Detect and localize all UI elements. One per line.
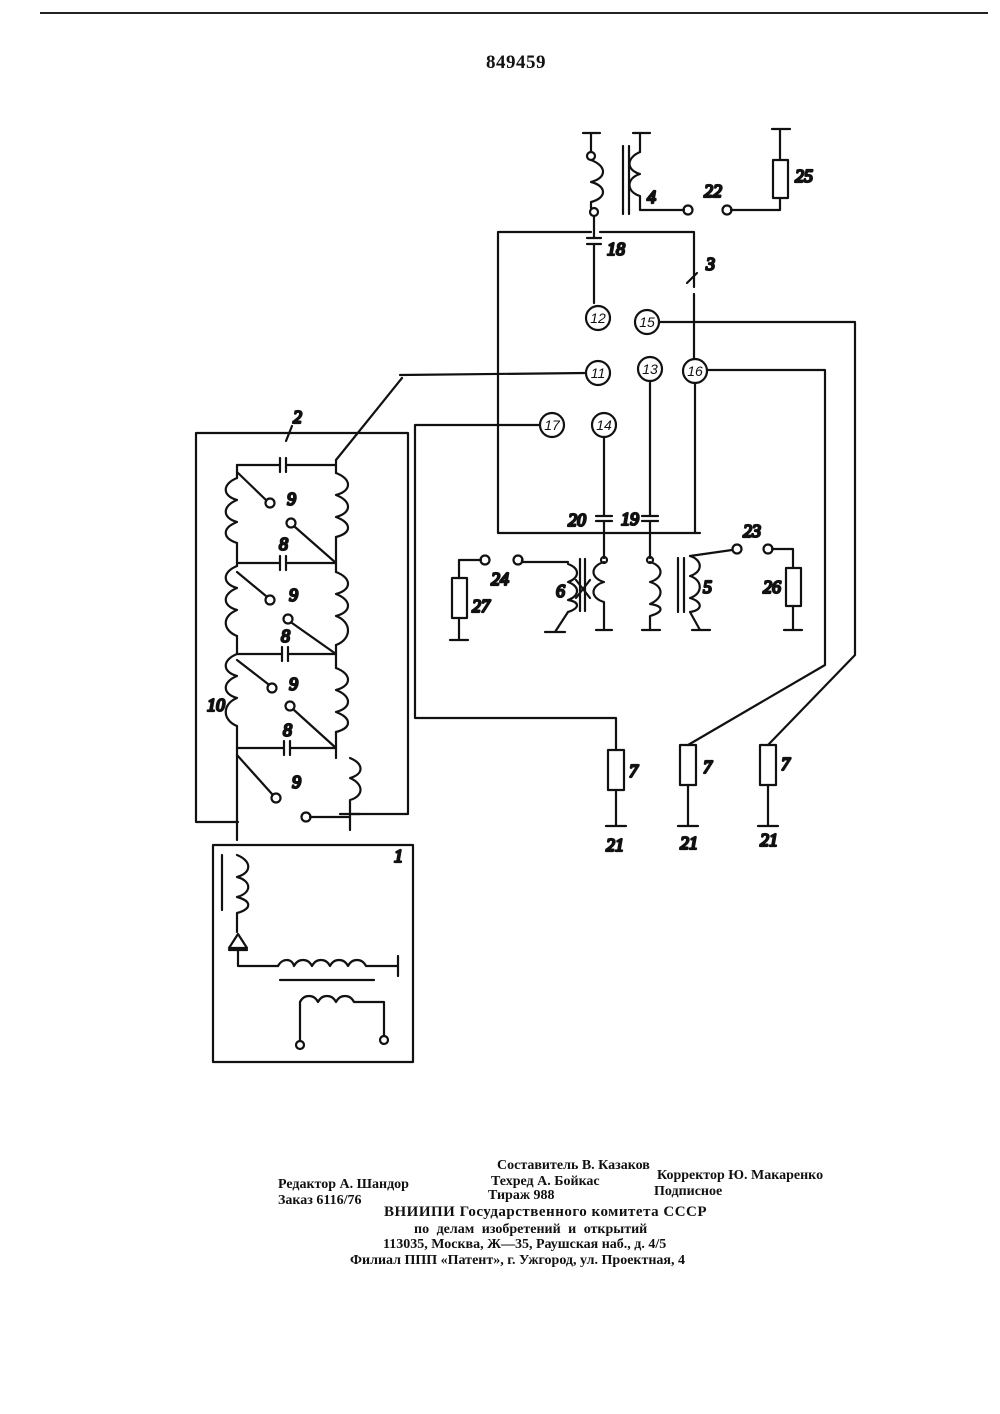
capacitor-8-row2 — [237, 556, 336, 570]
diode — [229, 934, 278, 966]
transformer-4 — [583, 133, 684, 238]
contact-label-14: 14 — [596, 417, 612, 433]
corrector: Корректор Ю. Макаренко — [657, 1168, 823, 1184]
label-9-row1: 9 — [287, 489, 296, 509]
switch-23 — [733, 545, 794, 569]
label-5: 5 — [703, 577, 712, 597]
block-3-frame — [498, 232, 700, 533]
contact-label-15: 15 — [639, 314, 655, 330]
label-26: 26 — [763, 577, 781, 597]
block-1 — [213, 845, 413, 1062]
label-21-middle: 21 — [680, 833, 698, 853]
transformer-5 — [642, 550, 732, 630]
order: Заказ 6116/76 — [278, 1193, 362, 1209]
label-8-row4: 8 — [283, 720, 292, 740]
org-line-1: ВНИИПИ Государственного комитета СССР — [384, 1204, 707, 1221]
resistor-26 — [784, 568, 802, 630]
subscription: Подписное — [654, 1184, 722, 1200]
load-7-right — [758, 745, 778, 826]
switch-22 — [684, 199, 781, 215]
contact-label-13: 13 — [642, 361, 658, 377]
label-4: 4 — [647, 187, 656, 207]
capacitor-8-row1 — [237, 458, 336, 472]
label-9-row2: 9 — [289, 585, 298, 605]
block-3-marker — [687, 273, 697, 283]
contact-label-17: 17 — [544, 417, 561, 433]
contact-label-11: 11 — [591, 365, 606, 381]
label-9-row4: 9 — [292, 772, 301, 792]
label-10: 10 — [207, 695, 225, 715]
label-21-left: 21 — [606, 835, 624, 855]
label-19: 19 — [621, 509, 639, 529]
contact-label-12: 12 — [590, 310, 606, 326]
compiler: Составитель В. Казаков — [497, 1158, 650, 1174]
capacitor-19 — [642, 516, 658, 558]
label-8-row2: 8 — [279, 534, 288, 554]
branch: Филиал ППП «Патент», г. Ужгород, ул. Про… — [350, 1253, 685, 1269]
label-21-right: 21 — [760, 830, 778, 850]
label-25: 25 — [795, 166, 813, 186]
editor: Редактор А. Шандор — [278, 1177, 409, 1193]
label-7-left: 7 — [629, 761, 639, 781]
capacitor-18 — [587, 238, 601, 303]
capacitor-20 — [596, 516, 612, 558]
label-24: 24 — [491, 569, 509, 589]
label-8-row3: 8 — [281, 626, 290, 646]
address: 113035, Москва, Ж—35, Раушская наб., д. … — [383, 1237, 666, 1253]
label-23: 23 — [743, 521, 761, 541]
label-27: 27 — [472, 596, 491, 616]
label-22: 22 — [704, 181, 722, 201]
resistor-25 — [772, 129, 790, 198]
label-6: 6 — [556, 581, 565, 601]
label-20: 20 — [568, 510, 586, 530]
capacitor-8-row4 — [237, 741, 336, 755]
circuit-schematic: 4 22 25 18 3 12 15 11 13 16 17 14 2 20 1… — [0, 0, 1000, 1120]
load-7-middle — [678, 745, 698, 826]
label-7-right: 7 — [781, 754, 791, 774]
coil-right — [336, 473, 361, 810]
contact-label-16: 16 — [687, 363, 703, 379]
label-7-middle: 7 — [703, 757, 713, 777]
label-18: 18 — [607, 239, 625, 259]
label-3: 3 — [705, 254, 715, 274]
label-2: 2 — [293, 407, 302, 427]
circulation: Тираж 988 — [488, 1188, 555, 1204]
transformer-6 — [522, 557, 612, 632]
coil-10 — [226, 478, 237, 726]
capacitor-8-row3 — [237, 647, 336, 661]
wire-16 — [688, 370, 825, 745]
wire-block3-right — [694, 294, 695, 533]
load-7-left — [606, 750, 626, 826]
org-line-2: по делам изобретений и открытий — [414, 1222, 647, 1238]
label-9-row3: 9 — [289, 674, 298, 694]
resistor-27 — [450, 578, 468, 640]
label-1: 1 — [394, 846, 403, 866]
